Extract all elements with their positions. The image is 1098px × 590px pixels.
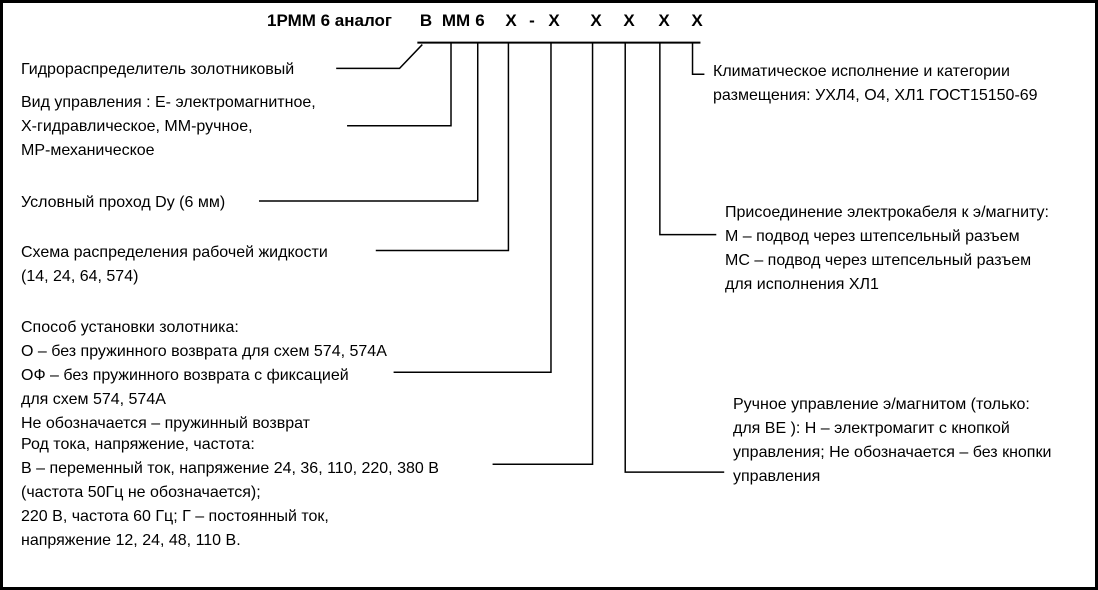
code-token-x1: Х: [505, 11, 517, 30]
label-nominal-bore: Условный проход Dу (6 мм): [21, 194, 226, 211]
connector-scheme: [375, 42, 510, 252]
connector-manual-override: [624, 42, 725, 473]
label-manual-override: Ручное управление э/магнитом (только: дл…: [733, 396, 1052, 485]
label-spool-installation-method: Способ установки золотника: О – без пруж…: [21, 319, 387, 432]
connector-control-type: [347, 42, 452, 127]
diagram-title: 1РММ 6 аналог: [267, 11, 393, 30]
connector-spool-installation: [393, 42, 552, 373]
code-token-control: ММ: [441, 11, 471, 30]
connector-climatic-version: [691, 42, 705, 76]
code-token-x3: Х: [590, 11, 602, 30]
label-climatic-version: Климатическое исполнение и категории раз…: [713, 63, 1038, 104]
label-control-type: Вид управления : Е- электромагнитное, Х-…: [21, 94, 316, 159]
code-token-x2: Х: [548, 11, 560, 30]
code-token-dash: -: [529, 11, 535, 30]
connector-cable-connection: [659, 42, 717, 236]
code-token-bore: 6: [475, 11, 485, 30]
connector-hydrodistributor: [336, 44, 423, 70]
connector-current-type: [492, 42, 594, 466]
label-current-voltage-frequency: Род тока, напряжение, частота: В – перем…: [21, 436, 439, 549]
label-hydrodistributor: Гидрораспределитель золотниковый: [21, 61, 295, 78]
code-token-x5: Х: [658, 11, 670, 30]
code-token-x4: Х: [623, 11, 635, 30]
code-token-series: В: [419, 11, 433, 30]
label-fluid-distribution-scheme: Схема распределения рабочей жидкости (14…: [21, 244, 328, 285]
code-token-x6: Х: [691, 11, 703, 30]
label-cable-connection: Присоединение электрокабеля к э/магниту:…: [725, 204, 1049, 293]
